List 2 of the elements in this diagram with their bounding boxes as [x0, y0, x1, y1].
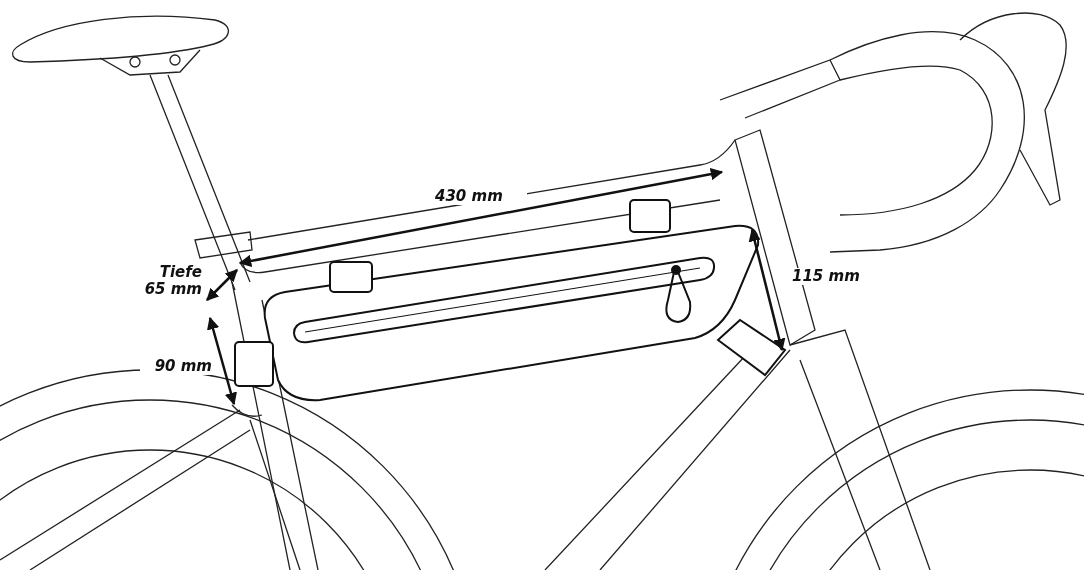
dimension-label: 430 mm	[433, 188, 527, 206]
dimension-label: 90 mm	[140, 358, 214, 376]
